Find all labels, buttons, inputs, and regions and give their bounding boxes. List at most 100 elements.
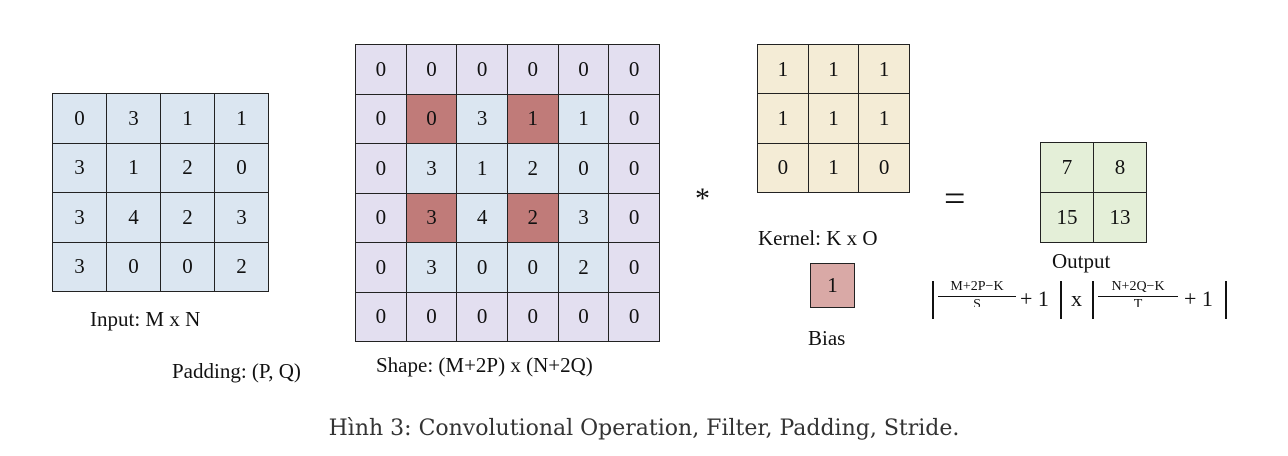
padded-cell: 0: [608, 192, 660, 243]
kernel-cell: 1: [807, 93, 860, 144]
padded-cell: 1: [557, 93, 610, 144]
kernel-cell: 1: [858, 93, 910, 144]
bias-cell: 1: [810, 263, 855, 308]
padded-cell: 2: [506, 192, 559, 243]
padded-cell: 4: [456, 192, 508, 243]
padded-cell: 1: [506, 93, 559, 144]
convolve-operator: *: [695, 182, 710, 215]
bias-cell: 1: [810, 263, 855, 308]
bias-row: 1: [810, 263, 855, 308]
floor-bracket-right: [1092, 281, 1094, 319]
input-cell: 0: [52, 93, 107, 144]
input-cell: 0: [106, 241, 161, 292]
input-cell: 3: [52, 241, 107, 292]
input-cell: 3: [52, 142, 107, 193]
input-cell: 4: [106, 192, 161, 243]
height-denominator: S: [973, 297, 981, 308]
kernel-cell: 1: [757, 43, 809, 95]
padded-cell: 0: [608, 242, 660, 293]
kernel-cell: 0: [757, 142, 809, 194]
padded-cell: 0: [608, 44, 660, 95]
kernel-cell: 1: [858, 43, 910, 95]
output-label: Output: [1052, 249, 1111, 273]
input-cell: 3: [106, 93, 161, 144]
padded-shape-label: Shape: (M+2P) x (N+2Q): [376, 353, 593, 377]
output-cell: 13: [1093, 192, 1147, 243]
input-cell: 0: [214, 142, 269, 193]
padded-cell: 0: [608, 291, 660, 342]
width-denominator: T: [1133, 297, 1143, 308]
padded-cell: 0: [355, 291, 407, 342]
padded-cell: 2: [557, 242, 610, 293]
padded-cell: 0: [355, 242, 407, 293]
kernel-cell: 1: [757, 93, 809, 144]
padded-cell: 3: [405, 242, 458, 293]
height-plus-one: + 1: [1020, 286, 1049, 311]
input-cell: 1: [214, 93, 269, 144]
kernel-cell: 1: [807, 43, 860, 95]
kernel-cell: 1: [807, 142, 860, 194]
output-cell: 7: [1040, 142, 1094, 193]
equals-operator: =: [944, 178, 966, 220]
width-plus-one: + 1: [1184, 286, 1213, 311]
padded-cell: 0: [608, 93, 660, 144]
padded-cell: 0: [355, 143, 407, 194]
padded-cell: 0: [405, 44, 458, 95]
padded-cell: 3: [405, 143, 458, 194]
padded-cell: 0: [355, 93, 407, 144]
padded-cell: 0: [557, 143, 610, 194]
width-numerator: N+2Q−K: [1098, 280, 1178, 297]
padded-cell: 0: [506, 44, 559, 95]
height-numerator: M+2P−K: [938, 280, 1016, 297]
height-fraction: M+2P−K S: [938, 280, 1016, 307]
input-cell: 3: [214, 192, 269, 243]
padded-cell: 0: [405, 93, 458, 144]
input-cell: 3: [52, 192, 107, 243]
times-sign: x: [1071, 286, 1082, 311]
output-size-formula: M+2P−K S + 1 x N+2Q−K T + 1: [930, 278, 1250, 320]
input-cell: 2: [160, 142, 215, 193]
padded-cell: 0: [506, 242, 559, 293]
figure-caption: Hình 3: Convolutional Operation, Filter,…: [328, 416, 960, 441]
padded-cell: 3: [405, 192, 458, 243]
padded-cell: 0: [405, 291, 458, 342]
padded-cell: 0: [557, 291, 610, 342]
input-cell: 0: [160, 241, 215, 292]
width-fraction: N+2Q−K T: [1098, 280, 1178, 307]
padded-cell: 0: [355, 44, 407, 95]
kernel-label: Kernel: K x O: [758, 226, 878, 250]
input-cell: 1: [106, 142, 161, 193]
input-label: Input: M x N: [90, 307, 201, 331]
input-cell: 2: [214, 241, 269, 292]
padding-label: Padding: (P, Q): [172, 359, 301, 383]
kernel-cell: 0: [858, 142, 910, 194]
floor-bracket-right-close: [1225, 281, 1227, 319]
padded-cell: 2: [506, 143, 559, 194]
input-cell: 1: [160, 93, 215, 144]
padded-cell: 0: [456, 291, 508, 342]
padded-cell: 3: [557, 192, 610, 243]
floor-bracket-left-close: [1060, 281, 1062, 319]
input-cell: 2: [160, 192, 215, 243]
padded-cell: 0: [355, 192, 407, 243]
padded-cell: 0: [557, 44, 610, 95]
padded-cell: 1: [456, 143, 508, 194]
